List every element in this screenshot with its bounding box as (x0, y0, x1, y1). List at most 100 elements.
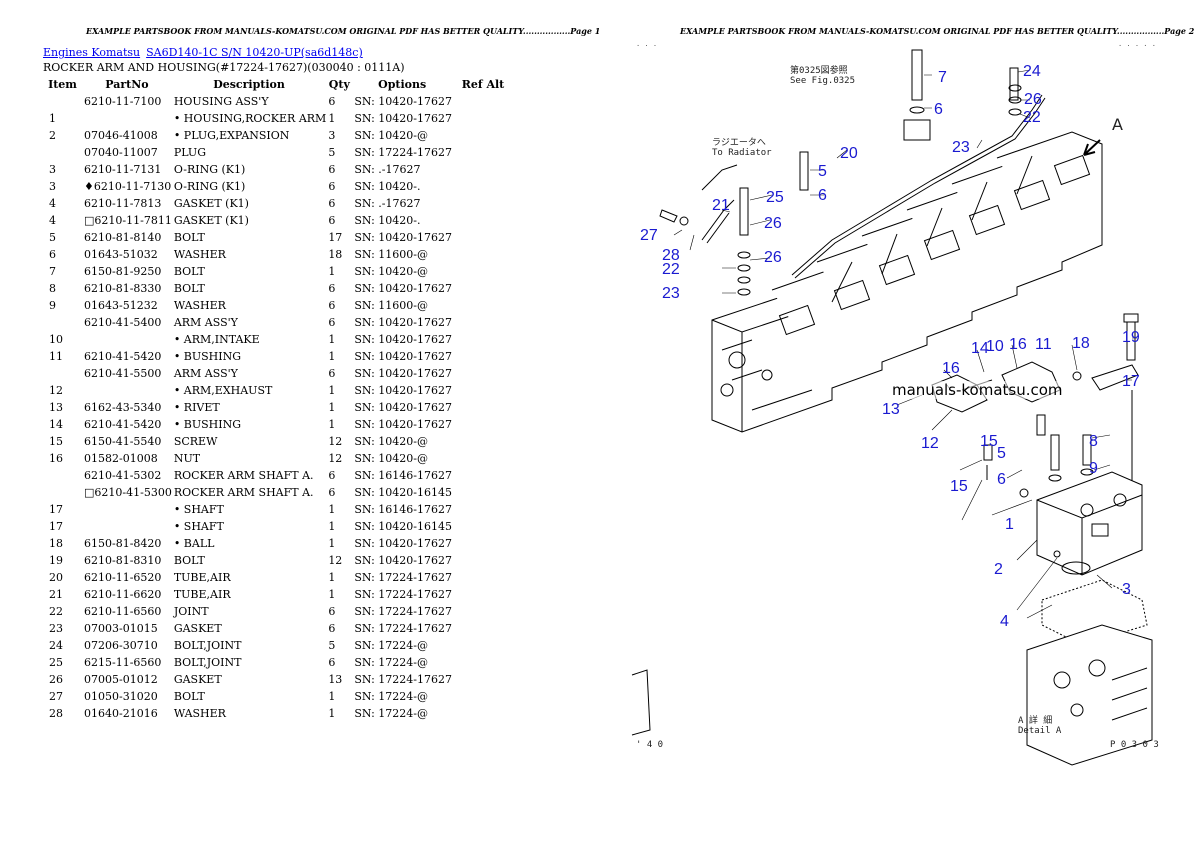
breadcrumb: Engines Komatsu SA6D140-1C S/N 10420-UP(s… (43, 46, 363, 59)
cell-desc: • BUSHING (173, 350, 242, 363)
cell-ref (452, 416, 514, 433)
cell-qty: 6 (328, 197, 336, 210)
cell-opt: SN: 11600-@ (354, 248, 428, 261)
cell-part: 01050-31020 (84, 690, 158, 703)
cell-part: 01640-21016 (84, 707, 158, 720)
callout-number: 26 (764, 249, 782, 266)
watermark: manuals-komatsu.com (892, 381, 1063, 399)
breadcrumb-link-engines[interactable]: Engines Komatsu (43, 46, 141, 59)
cell-qty: 6 (328, 486, 336, 499)
cell-ref (452, 348, 514, 365)
callout-number: 25 (766, 189, 784, 206)
cell-qty: 12 (328, 452, 343, 465)
cell-ref (452, 280, 514, 297)
cell-ref (452, 93, 514, 110)
cell-opt: SN: 10420-@ (354, 435, 428, 448)
cell-desc: GASKET (K1) (173, 214, 249, 227)
callout-number: 27 (640, 227, 658, 244)
cell-item: 11 (49, 350, 63, 363)
cell-ref (452, 501, 514, 518)
callout-number: 15 (950, 478, 968, 495)
cell-ref (452, 263, 514, 280)
cell-item: 1 (49, 112, 56, 125)
cell-qty: 1 (328, 690, 336, 703)
callout-number: 5 (997, 445, 1006, 462)
cell-item: 15 (49, 435, 63, 448)
cell-ref (452, 382, 514, 399)
callout-number: 5 (818, 163, 827, 180)
cell-qty: 12 (328, 554, 343, 567)
cell-part: 6150-81-9250 (84, 265, 162, 278)
cylinder-heads (711, 131, 1103, 433)
col-header-qty: Qty (328, 78, 350, 91)
callout-number: 20 (840, 145, 858, 162)
page1-header: EXAMPLE PARTSBOOK FROM MANUALS-KOMATSU.C… (86, 26, 601, 36)
cell-opt: SN: 10420-16145 (354, 486, 452, 499)
cell-opt: SN: 10420-17627 (354, 418, 452, 431)
cell-desc: TUBE,AIR (173, 588, 231, 601)
cell-ref (452, 586, 514, 603)
cell-part: 6150-41-5540 (84, 435, 162, 448)
cell-part: 6210-11-6560 (84, 605, 162, 618)
cell-desc: BOLT (173, 282, 205, 295)
cell-ref (452, 637, 514, 654)
cell-opt: SN: 16146-17627 (354, 469, 452, 482)
cell-item (43, 93, 82, 110)
cell-desc: BOLT (173, 231, 205, 244)
cell-desc: WASHER (173, 248, 226, 261)
callout-number: 23 (952, 139, 970, 156)
callout-number: 28 (662, 247, 680, 264)
callout-number: 26 (1024, 91, 1042, 108)
cell-ref (452, 365, 514, 382)
cell-item: 24 (49, 639, 63, 652)
cell-qty: 5 (328, 146, 336, 159)
cell-ref (452, 484, 514, 501)
cell-qty: 1 (328, 537, 336, 550)
callout-number: 22 (1023, 109, 1041, 126)
cell-qty: 6 (328, 656, 336, 669)
cell-part (82, 331, 172, 348)
cell-qty: 6 (328, 95, 336, 108)
cell-item: 14 (49, 418, 63, 431)
cell-part: □6210-11-7811 (84, 214, 172, 227)
cell-part (82, 518, 172, 535)
cell-opt: SN: 10420-16145 (354, 520, 452, 533)
page-title: ROCKER ARM AND HOUSING(#17224-17627)(030… (43, 61, 405, 74)
top-right-marks: . . . . . (1118, 40, 1156, 48)
cell-qty: 1 (328, 520, 336, 533)
cell-item: 2 (49, 129, 56, 142)
callout-number: 16 (1009, 336, 1027, 353)
callout-number: 21 (712, 197, 730, 214)
cell-part: 6210-41-5400 (84, 316, 162, 329)
col-header-description: Description (213, 78, 285, 91)
cell-ref (452, 399, 514, 416)
corner-right-mark: P 0 3 0 3 (1110, 740, 1159, 750)
cell-part: ♦6210-11-7130 (84, 180, 172, 193)
cell-ref (452, 246, 514, 263)
cell-qty: 1 (328, 333, 336, 346)
cell-item: 5 (49, 231, 56, 244)
top-left-marks: . . . (636, 40, 658, 48)
cell-part: 6210-41-5302 (84, 469, 162, 482)
callout-number: 26 (764, 215, 782, 232)
cell-qty: 6 (328, 605, 336, 618)
callout-number: 1 (1005, 516, 1014, 533)
cell-desc: • BALL (173, 537, 215, 550)
breadcrumb-link-model[interactable]: SA6D140-1C S/N 10420-UP(sa6d148c) (146, 46, 363, 59)
cell-opt: SN: 10420-17627 (354, 384, 452, 397)
callout-number: 12 (921, 435, 939, 452)
cell-opt: SN: 17224-@ (354, 690, 428, 703)
